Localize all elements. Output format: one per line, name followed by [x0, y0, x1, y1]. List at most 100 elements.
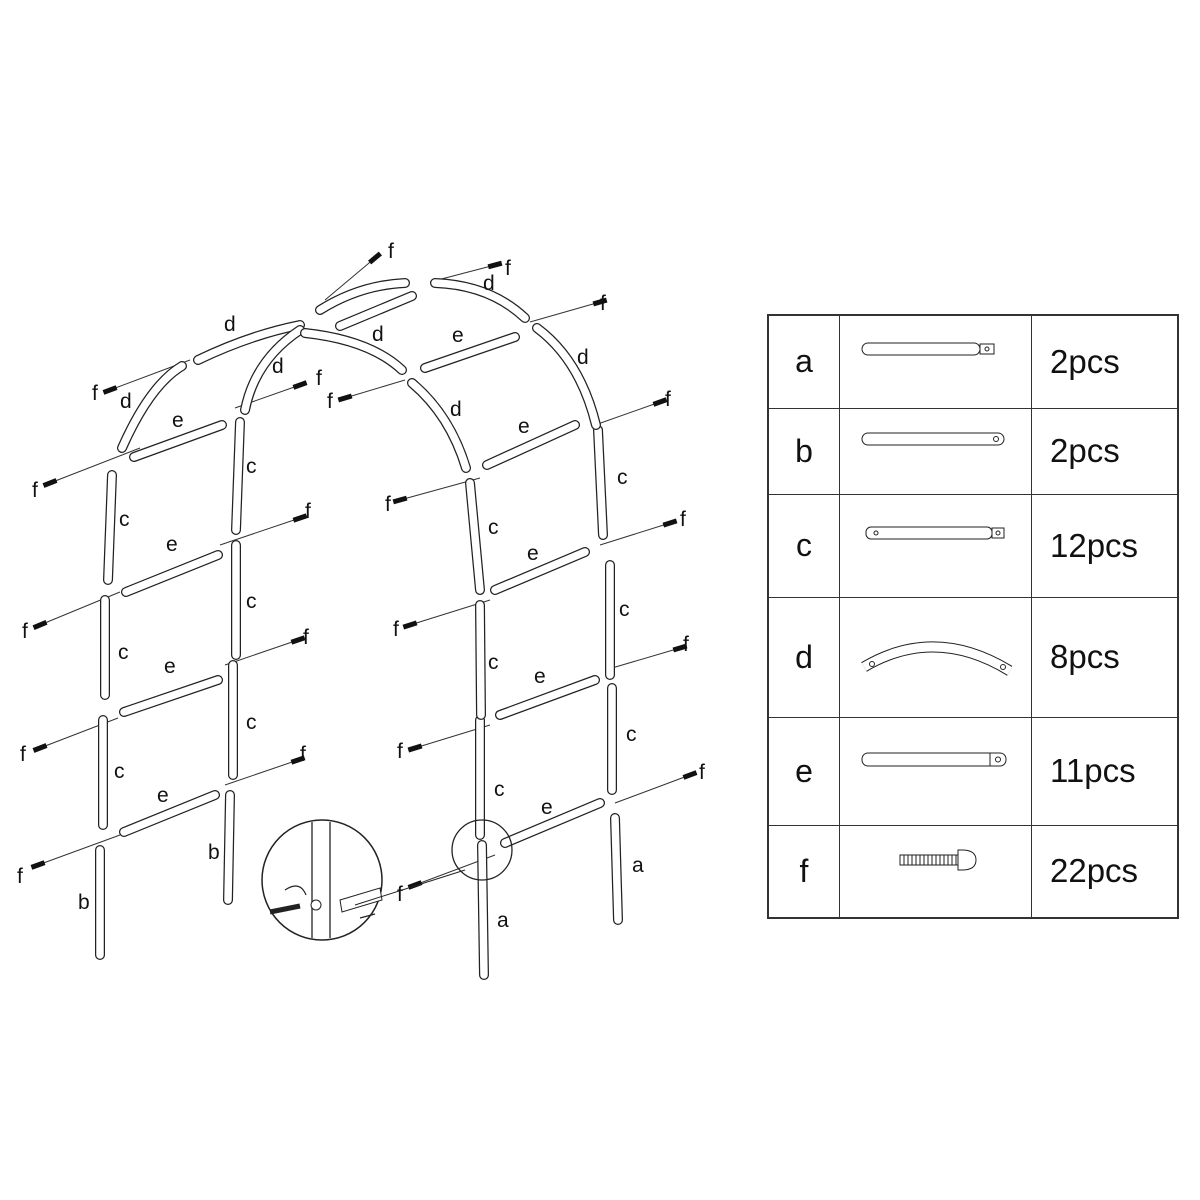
screw-line: [599, 522, 671, 546]
part-label-f: f: [316, 367, 322, 390]
part-label-f: f: [17, 865, 23, 888]
straight-tube-one-hole-icon: [861, 752, 1006, 766]
straight-tube: [482, 420, 580, 470]
screw-line: [224, 639, 299, 666]
part-label-f: f: [388, 240, 394, 263]
curved-tube: [240, 325, 305, 415]
screw-line: [49, 447, 141, 484]
part-label-f: f: [699, 761, 705, 784]
part-label-f: f: [385, 493, 391, 516]
screw-icon: [402, 620, 418, 630]
screw-icon: [392, 495, 408, 505]
straight-tube: [475, 600, 486, 720]
part-label-f: f: [305, 500, 311, 523]
part-label-d: d: [483, 272, 495, 295]
part-image: [839, 407, 1032, 495]
parts-row-f: f 22pcs: [767, 824, 1179, 919]
straight-tube: [495, 675, 600, 720]
screw-icon: [592, 297, 608, 307]
screw-line: [529, 301, 601, 323]
part-label-f: f: [92, 382, 98, 405]
part-label-f: f: [680, 508, 686, 531]
part-image: [839, 314, 1032, 409]
screw-icon: [292, 380, 308, 390]
part-label-f: f: [665, 388, 671, 411]
screw-icon: [30, 860, 46, 870]
straight-tube: [610, 813, 623, 925]
part-label-d: d: [450, 398, 462, 421]
part-label-f: f: [303, 626, 309, 649]
joint-detail-callout: [261, 819, 513, 941]
screw-line: [594, 401, 661, 426]
part-label-c: c: [617, 466, 628, 489]
straight-tube-rounded-icon: [861, 432, 1004, 445]
part-image: [839, 596, 1032, 718]
part-image: [839, 493, 1032, 598]
straight-tube: [121, 550, 223, 597]
straight-tube: [129, 420, 227, 462]
straight-tube: [490, 547, 590, 595]
part-quantity: 8pcs: [1031, 596, 1179, 718]
parts-row-c: c 12pcs: [767, 493, 1179, 598]
straight-tube: [465, 478, 485, 595]
parts-row-a: a 2pcs: [767, 314, 1179, 409]
part-label-c: c: [246, 711, 257, 734]
part-label-f: f: [22, 620, 28, 643]
straight-tube: [593, 425, 608, 540]
part-label-c: c: [246, 590, 257, 613]
straight-tube-with-tab-icon: [861, 342, 994, 356]
straight-tube: [420, 332, 520, 373]
part-label-d: d: [372, 323, 384, 346]
part-quantity: 12pcs: [1031, 493, 1179, 598]
parts-row-e: e 11pcs: [767, 716, 1179, 826]
part-label-a: a: [497, 909, 509, 932]
part-label-e: e: [166, 533, 178, 556]
part-label-e: e: [534, 665, 546, 688]
part-image: [839, 824, 1032, 919]
screws: [30, 251, 698, 890]
straight-tube: [477, 840, 489, 980]
curved-tube: [407, 378, 471, 473]
curved-tube: [532, 323, 601, 430]
part-label-c: c: [494, 778, 505, 801]
parts-row-d: d 8pcs: [767, 596, 1179, 718]
screw-icon: [407, 743, 423, 753]
part-quantity: 11pcs: [1031, 716, 1179, 826]
screw-icon: [292, 513, 308, 523]
part-label-d: d: [577, 346, 589, 369]
part-letter: d: [767, 596, 840, 718]
part-label-c: c: [246, 455, 257, 478]
part-label-b: b: [78, 891, 90, 914]
part-letter: e: [767, 716, 840, 826]
screw-line: [614, 774, 691, 804]
part-quantity: 2pcs: [1031, 314, 1179, 409]
screw-line: [344, 379, 406, 399]
part-letter: a: [767, 314, 840, 409]
screw-icon: [899, 849, 977, 871]
screw-icon: [32, 743, 48, 753]
part-label-a: a: [632, 854, 644, 877]
screw-line: [224, 759, 299, 786]
part-label-e: e: [518, 415, 530, 438]
straight-tube: [231, 417, 245, 535]
part-label-d: d: [224, 313, 236, 336]
part-label-d: d: [120, 390, 132, 413]
curved-tube: [117, 361, 187, 453]
part-label-f: f: [600, 292, 606, 315]
part-quantity: 2pcs: [1031, 407, 1179, 495]
screw-icon: [32, 620, 48, 630]
screw-line: [219, 517, 301, 546]
screw-line: [37, 834, 121, 866]
screw-icon: [407, 880, 423, 890]
part-label-e: e: [541, 796, 553, 819]
screw-icon: [368, 251, 382, 265]
screw-lines: [37, 257, 691, 886]
parts-row-b: b 2pcs: [767, 407, 1179, 495]
screw-icon: [290, 755, 306, 765]
part-label-c: c: [119, 508, 130, 531]
part-label-c: c: [118, 641, 129, 664]
screw-icon: [672, 643, 688, 653]
curved-tube-icon: [860, 640, 1013, 676]
part-letter: c: [767, 493, 840, 598]
